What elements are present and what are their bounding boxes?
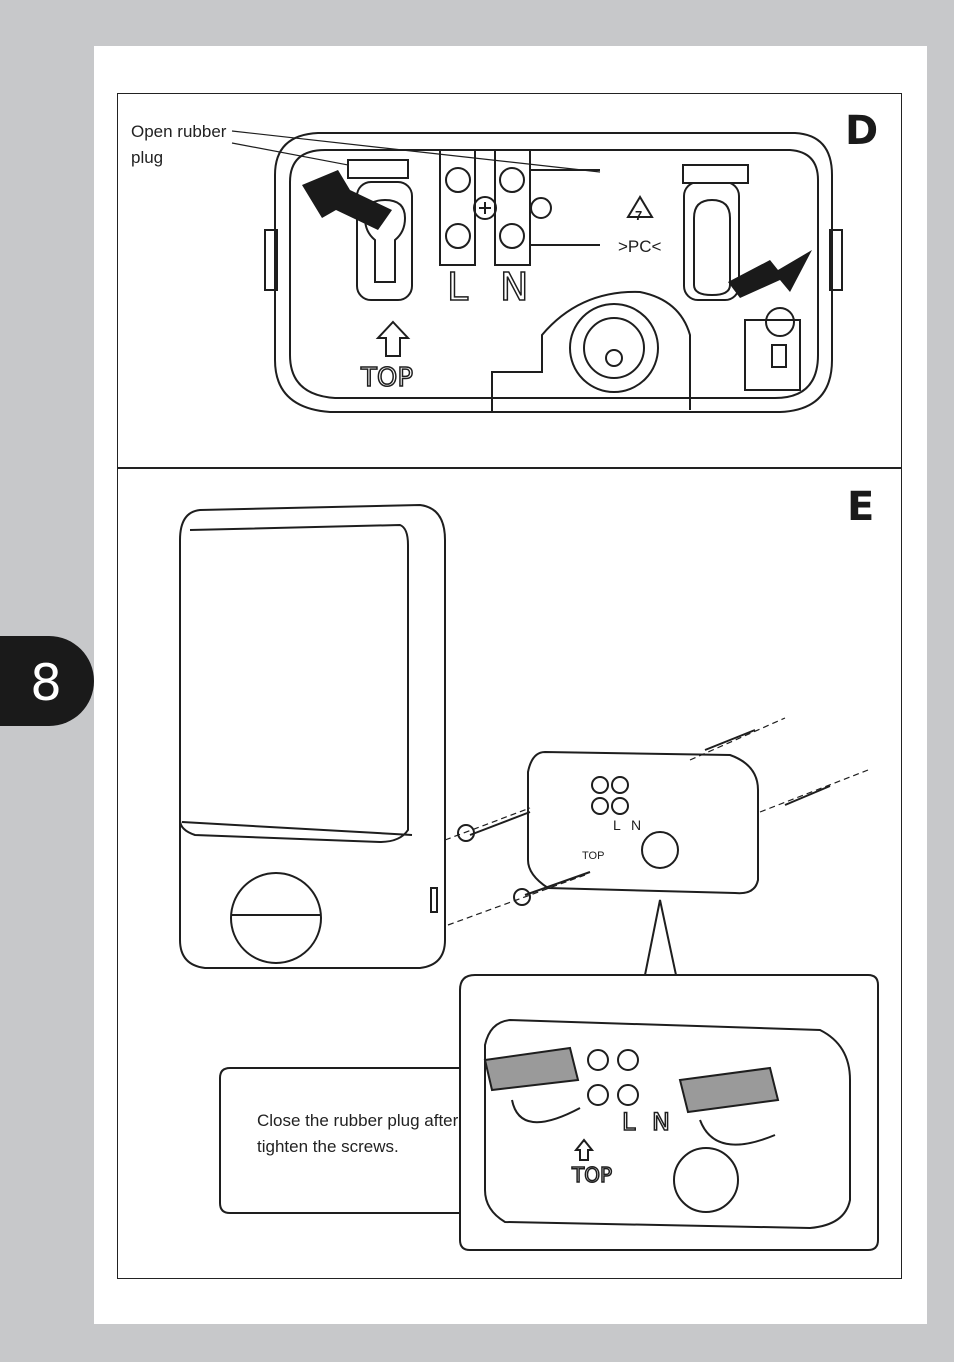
instruction-box: [219, 1067, 460, 1214]
fixture-slot: [771, 344, 787, 368]
rotate-arrow-icon: [699, 1119, 776, 1146]
lamp-indicator: [430, 887, 438, 913]
small-cable-entry: [641, 831, 679, 869]
terminal-screw: [499, 223, 525, 249]
zoom-terminal-label-l: L: [622, 1108, 636, 1136]
panel-d: [117, 93, 902, 469]
wall-plug-guide-line: [689, 717, 786, 761]
panel-d-letter: D: [845, 108, 879, 154]
instruction-line-2: tighten the screws.: [257, 1137, 399, 1156]
terminal-label-l: L: [447, 265, 468, 309]
zoomed-cable-entry: [673, 1147, 739, 1213]
fixture-screw: [765, 307, 795, 337]
zoomed-terminal-screw: [587, 1049, 609, 1071]
panel-e-letter: E: [847, 484, 875, 530]
mounting-base-inner: [289, 149, 819, 399]
right-rubber-plug-closed: [678, 1066, 780, 1114]
cable-entry-inner: [583, 317, 645, 379]
motion-sensor-lens: [230, 872, 322, 964]
right-rubber-plug: [682, 164, 749, 184]
wall-plug-icon: [704, 729, 756, 751]
wall-plug-icon: [784, 785, 831, 806]
screw-head: [457, 824, 475, 842]
small-top-label: TOP: [582, 850, 604, 862]
small-terminal-screw: [611, 797, 629, 815]
lamp-seam: [181, 821, 413, 836]
right-lower-fixture: [744, 319, 801, 391]
left-rubber-plug-closed: [483, 1046, 580, 1092]
zoom-top-label: TOP: [571, 1163, 612, 1187]
small-terminal-screw: [591, 797, 609, 815]
recycle-icon: [626, 195, 654, 218]
lamp-diffuser: [179, 523, 409, 844]
left-keyhole-slot: [356, 181, 413, 301]
page-number-tab: [0, 636, 94, 726]
right-side-tab: [829, 229, 843, 291]
panel-e: [117, 467, 902, 1279]
rotate-arrow-icon: [511, 1099, 581, 1124]
arrow-pointer-left: [302, 170, 392, 230]
zoomed-mounting-base: [484, 1018, 851, 1230]
recycle-code: 7: [635, 208, 642, 223]
zoom-terminal-label-n: N: [652, 1108, 670, 1136]
left-rubber-plug: [347, 159, 409, 179]
screw-head: [513, 888, 531, 906]
arrow-pointer-right: [728, 250, 812, 298]
page-number: 8: [30, 654, 62, 712]
small-terminal-label-l: L: [613, 817, 621, 833]
manual-page: [94, 46, 927, 1324]
small-terminal-screw: [591, 776, 609, 794]
cable-entry-ring: [569, 303, 659, 393]
left-side-tab: [264, 229, 278, 291]
small-mounting-base: [527, 750, 759, 895]
callout-line-2: plug: [131, 148, 164, 167]
zoom-frame: [459, 974, 879, 1251]
zoomed-terminal-screw: [617, 1049, 639, 1071]
terminal-label-n: N: [500, 265, 528, 309]
zoomed-terminal-screw: [617, 1084, 639, 1106]
earth-icon: [473, 196, 497, 220]
small-terminal-screw: [611, 776, 629, 794]
sensor-lamp-body: [179, 503, 446, 969]
top-label: TOP: [360, 363, 413, 393]
zoom-pointer: [644, 899, 677, 976]
arrow-up-icon: [375, 320, 411, 357]
small-terminal-label-n: N: [631, 817, 641, 833]
zoomed-terminal-screw: [587, 1084, 609, 1106]
mounting-base-outline: [274, 132, 833, 413]
right-keyhole: [693, 198, 731, 297]
callout-line-1: Open rubber: [131, 122, 227, 141]
instruction-line-1: Close the rubber plug after: [257, 1111, 459, 1130]
cable-entry-hole: [605, 349, 623, 367]
screw-guide-line: [447, 874, 586, 926]
material-mark: >PC<: [618, 237, 662, 256]
close-plug-instruction: Close the rubber plug after tighten the …: [257, 1108, 458, 1160]
terminal-screw: [499, 167, 525, 193]
arrow-up-icon: [573, 1138, 595, 1161]
cable-entry-housing: [491, 290, 691, 412]
screw-icon: [524, 871, 591, 896]
terminal-screw: [530, 197, 552, 219]
screw-icon: [469, 811, 531, 836]
open-plug-callout: Open rubber plug: [131, 119, 226, 171]
terminal-screw: [445, 223, 471, 249]
terminal-screw: [445, 167, 471, 193]
